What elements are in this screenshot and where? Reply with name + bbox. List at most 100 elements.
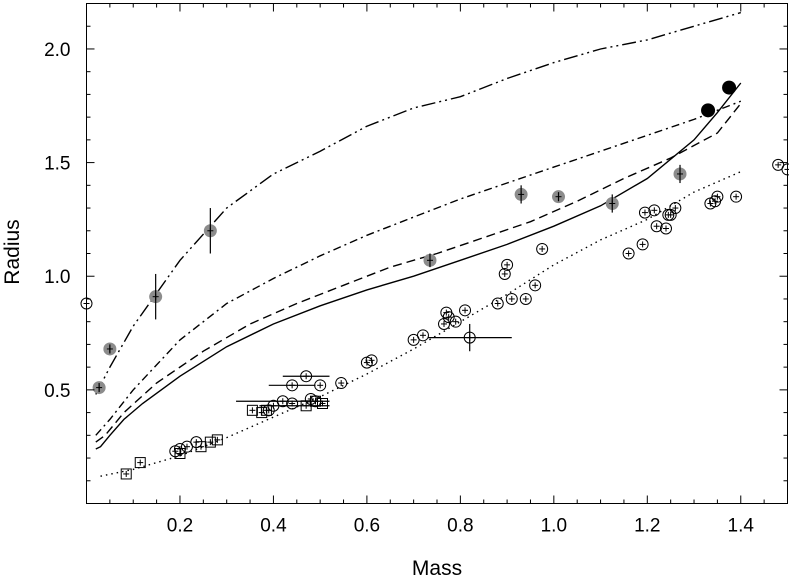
open-square-marker (309, 395, 321, 407)
black-filled-circle-point (722, 80, 737, 95)
open-circle-with-errors-point (438, 317, 451, 330)
gray-filled-circle-point (92, 381, 106, 395)
open-circle-with-errors-point (636, 238, 649, 251)
gray-filled-circle-point (673, 164, 687, 184)
open-square-with-errors-point (134, 457, 146, 469)
y-tick-label: 1.5 (44, 154, 70, 175)
open-circle-with-errors-point (501, 258, 514, 271)
open-circle-marker (463, 331, 476, 344)
open-circle-marker (498, 267, 511, 280)
dash-dot-dot-curve (95, 11, 741, 395)
open-square-with-errors-point (282, 400, 330, 412)
open-circle-with-errors-point (505, 292, 518, 305)
x-tick-label: 0.6 (354, 516, 380, 537)
open-circle-marker (711, 190, 724, 203)
open-circle-with-errors-point (365, 354, 378, 367)
open-square-with-errors-point (317, 398, 329, 409)
x-tick-label: 0.8 (447, 516, 473, 537)
open-circle-with-errors-point (650, 220, 663, 233)
open-circle-marker (335, 377, 348, 390)
open-circle-marker (505, 292, 518, 305)
open-square-marker (246, 404, 258, 416)
open-circle-with-errors-point (638, 206, 651, 219)
open-circle-marker (442, 311, 455, 324)
open-circle-with-errors-point (314, 379, 327, 392)
open-square-with-errors-point (260, 404, 272, 416)
open-circle-with-errors-point (664, 208, 677, 221)
open-circle-with-errors-point (772, 158, 785, 171)
open-circle-marker (664, 208, 677, 221)
open-circle-with-errors-point (427, 323, 512, 352)
open-circle-with-errors-point (711, 190, 724, 203)
open-circle-marker (449, 315, 462, 328)
open-circle-with-errors-point (335, 377, 348, 390)
x-tick-label: 1.4 (728, 516, 755, 537)
gray-filled-circle-point (552, 190, 566, 204)
open-circle-marker (781, 163, 789, 176)
data-points (80, 80, 789, 480)
open-circle-marker (529, 279, 542, 292)
open-circle-marker (300, 370, 313, 383)
x-axis-title: Mass (412, 557, 462, 579)
open-circle-marker (519, 292, 532, 305)
open-circle-marker (80, 297, 93, 310)
open-circle-with-errors-point (416, 329, 429, 342)
open-square-marker (120, 468, 132, 480)
gray-filled-circle-point (103, 342, 117, 356)
open-square-with-errors-point (120, 468, 132, 480)
open-circle-with-errors-point (659, 222, 672, 235)
open-square-marker (174, 448, 186, 459)
open-circle-marker (669, 202, 682, 215)
gray-filled-circle-point (149, 273, 163, 320)
x-tick-label: 1.0 (541, 516, 567, 537)
open-circle-marker (730, 190, 743, 203)
open-square-with-errors-point (211, 434, 223, 446)
black-circle-marker (701, 103, 716, 118)
open-circle-marker (638, 206, 651, 219)
black-filled-circle-point (701, 103, 716, 118)
open-circle-marker (659, 222, 672, 235)
dashed-curve (95, 103, 742, 443)
open-circle-with-errors-point (669, 202, 682, 215)
x-tick-label: 0.4 (260, 516, 287, 537)
open-circle-marker (501, 258, 514, 271)
open-circle-with-errors-point (80, 297, 93, 310)
y-tick-label: 2.0 (44, 40, 70, 61)
open-square-with-errors-point (195, 441, 207, 453)
open-circle-with-errors-point (491, 297, 504, 310)
y-tick-label: 0.5 (44, 381, 70, 402)
open-circle-marker (536, 242, 549, 255)
dotted-curve (100, 171, 742, 477)
open-square-marker (317, 398, 329, 409)
black-circle-marker (722, 80, 737, 95)
open-circle-with-errors-point (730, 190, 743, 203)
open-circle-marker (491, 297, 504, 310)
open-circle-with-errors-point (781, 163, 789, 176)
open-circle-with-errors-point (268, 379, 316, 392)
gray-filled-circle-point (514, 185, 528, 204)
solid-curve (95, 82, 742, 450)
open-circle-with-errors-point (282, 370, 330, 383)
open-circle-marker (314, 379, 327, 392)
open-circle-marker (286, 379, 299, 392)
open-circle-with-errors-point (449, 315, 462, 328)
open-square-marker (134, 457, 146, 469)
open-circle-with-errors-point (442, 311, 455, 324)
open-circle-marker (622, 247, 635, 260)
open-circle-marker (286, 397, 299, 410)
open-circle-with-errors-point (622, 247, 635, 260)
x-tick-label: 1.2 (634, 516, 660, 537)
gray-filled-circle-point (423, 253, 437, 268)
open-circle-with-errors-point (529, 279, 542, 292)
open-square-with-errors-point (174, 448, 186, 459)
dash-dot-curve (95, 100, 742, 436)
open-square-marker (211, 434, 223, 446)
gray-filled-circle-point (605, 194, 619, 213)
open-circle-marker (276, 395, 289, 408)
open-circle-with-errors-point (459, 304, 472, 317)
open-circle-marker (416, 329, 429, 342)
y-axis-ticks: 0.51.01.52.0 (44, 25, 788, 482)
gray-filled-circle-point (203, 208, 217, 254)
